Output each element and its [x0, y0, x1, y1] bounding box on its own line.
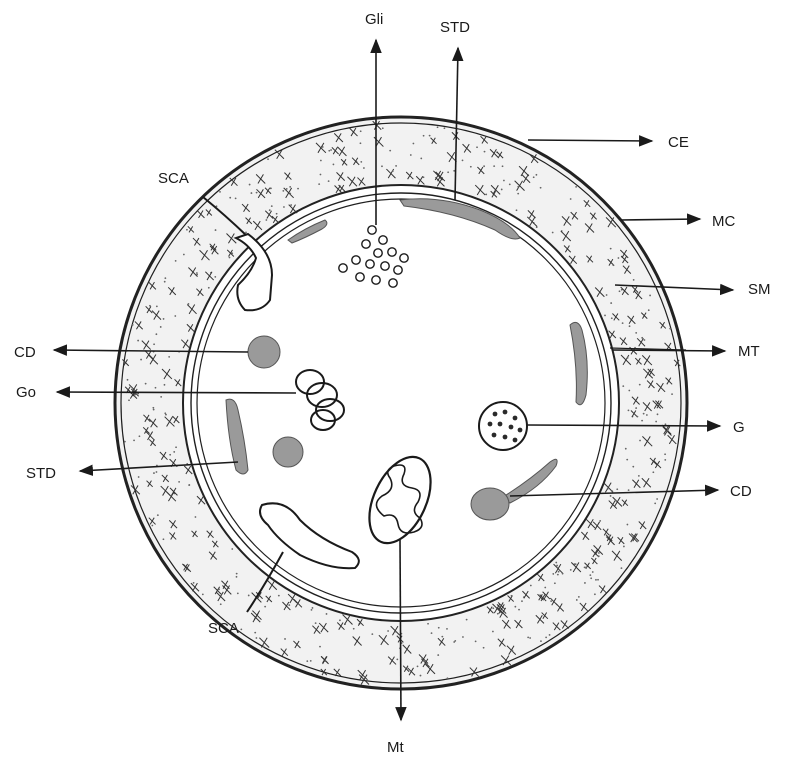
label-sca-bottom: SCA — [208, 620, 239, 637]
mt-bottom-arrow — [400, 540, 401, 720]
label-cd-left: CD — [14, 344, 36, 361]
label-sm: SM — [748, 281, 771, 298]
label-std-left: STD — [26, 465, 56, 482]
ce-arrow — [528, 140, 652, 141]
mc-arrow — [620, 219, 700, 220]
label-ce: CE — [668, 134, 689, 151]
label-sca-top: SCA — [158, 170, 189, 187]
g-arrow — [527, 425, 720, 426]
label-mt-bottom: Mt — [387, 739, 404, 756]
granule — [479, 402, 527, 450]
cd-body-left — [248, 336, 280, 368]
label-mc: MC — [712, 213, 735, 230]
label-std-top: STD — [440, 19, 470, 36]
go-arrow — [57, 392, 296, 393]
mt-right-arrow — [612, 350, 725, 351]
dense-body-small — [273, 437, 303, 467]
label-cd-right: CD — [730, 483, 752, 500]
label-mt-right: MT — [738, 343, 760, 360]
label-g: G — [733, 419, 745, 436]
cd-body-right — [471, 488, 509, 520]
label-go: Go — [16, 384, 36, 401]
label-gli: Gli — [365, 11, 383, 28]
